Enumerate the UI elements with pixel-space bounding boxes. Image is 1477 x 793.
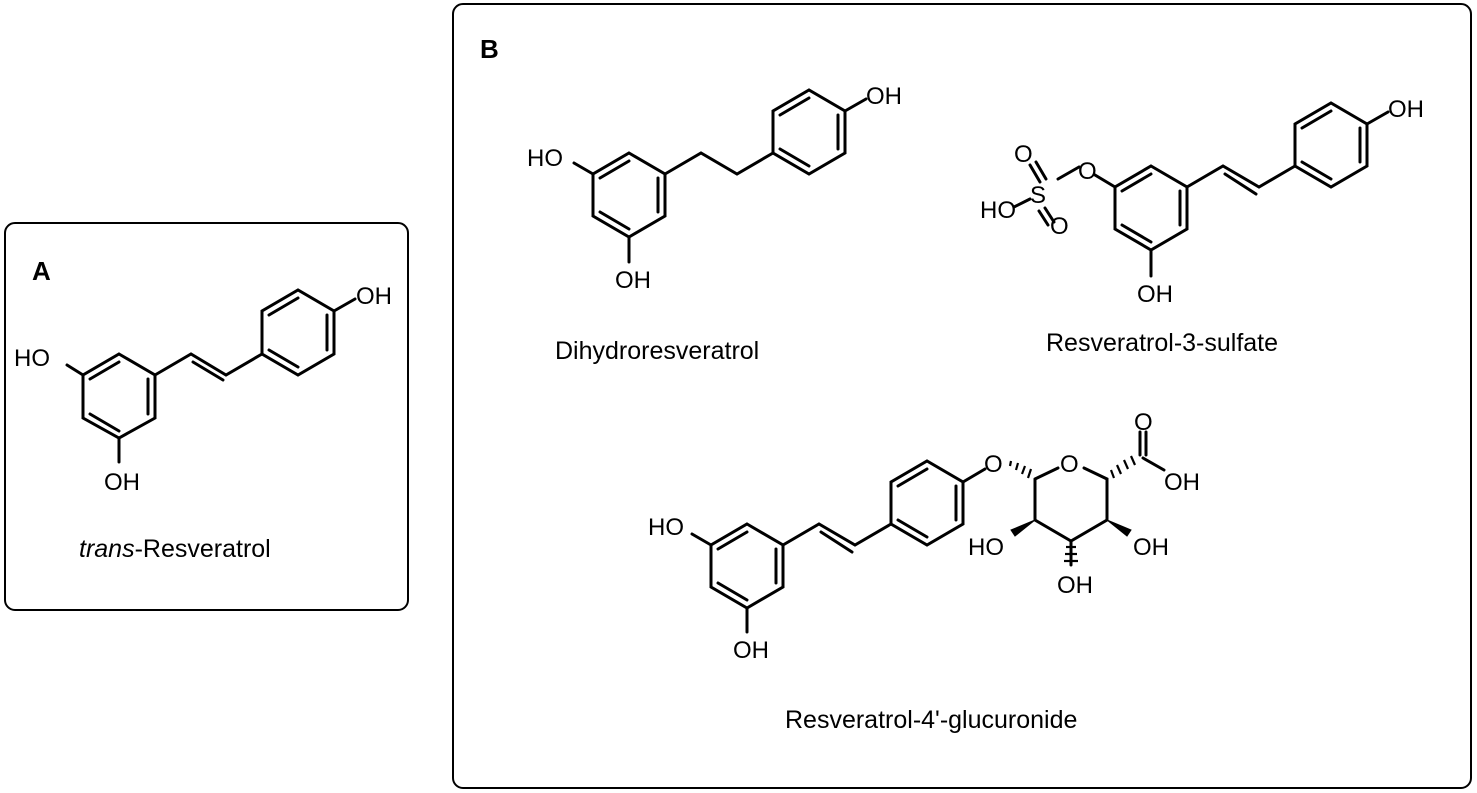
glucuronide-hydroxyl-left: HO [648, 514, 684, 541]
sulfate-bridge-oxygen: O [1078, 158, 1097, 185]
sulfate-ring-a [1113, 164, 1189, 252]
panel-a-border [4, 222, 409, 611]
dihydro-hydroxyl-para: OH [866, 83, 902, 110]
glucuronide-ring-b [889, 459, 965, 547]
dihydro-hydroxyl-left: HO [527, 145, 563, 172]
sulfate-substituent-bonds [1056, 110, 1390, 278]
glucuronide-ether-oxygen: O [984, 451, 1003, 478]
hydroxyl-para-label: OH [356, 283, 392, 310]
sulfate-ring-b [1293, 101, 1369, 189]
dihydroresveratrol-structure [572, 88, 868, 264]
trans-resveratrol-structure [65, 288, 357, 464]
ring-a-bonds [81, 352, 157, 440]
sulfate-ring-b-double-bonds [1300, 109, 1362, 181]
sulfate-oxo-bottom: O [1050, 213, 1069, 240]
sulfate-hydroxyl-bottom: OH [1137, 281, 1173, 308]
glucuronide-ring-b-double-bonds [896, 467, 958, 539]
glucuronide-vinyl-bonds [781, 522, 893, 554]
sugar-wedge-right [1106, 519, 1132, 537]
vinyl-bonds [153, 352, 264, 382]
sulfate-hydroxyl-para: OH [1388, 96, 1424, 123]
resveratrol-sulfate-structure [1012, 101, 1390, 278]
ring-b-double-bonds [267, 296, 329, 369]
panel-a-label: A [32, 256, 51, 286]
carboxyl-hydroxyl: OH [1164, 469, 1200, 496]
panel-b-label: B [480, 34, 499, 64]
panel-a: A HO OH OH trans-Resveratrol [4, 222, 409, 611]
dihydro-ring-b-double-bonds [778, 96, 840, 168]
hydroxyl-bottom-label: OH [104, 469, 140, 496]
carboxyl-hashed-bond [1109, 455, 1137, 479]
carboxyl-bonds [1138, 430, 1166, 472]
sulfonyl-bonds [1012, 160, 1056, 227]
glucuronide-ring-a [709, 522, 785, 610]
dihydroresveratrol-name: Dihydroresveratrol [555, 337, 759, 365]
dihydro-ring-b [771, 88, 847, 176]
sugar-hashed-hydroxyl [1064, 545, 1078, 563]
hydroxyl-left-label: HO [14, 345, 50, 372]
sugar-hydroxyl-left: HO [968, 534, 1004, 561]
ring-a-double-bonds [88, 360, 150, 433]
panel-b: B HO OH OH Dihydroresveratrol OH OH O [452, 3, 1472, 789]
sulfate-ring-a-double-bonds [1120, 172, 1182, 244]
dihydro-ring-a [591, 151, 667, 239]
trans-prefix: trans [79, 535, 135, 563]
panel-b-border [452, 3, 1472, 789]
sulfate-hydroxyl-left: HO [980, 197, 1016, 224]
glucuronide-ring-a-double-bonds [716, 530, 778, 602]
sugar-wedge-left [1010, 519, 1036, 537]
sugar-ring-oxygen: O [1060, 451, 1079, 478]
dihydro-ethyl-bridge [663, 151, 775, 176]
sugar-hydroxyl-bottom: OH [1057, 572, 1093, 599]
resveratrol-suffix: -Resveratrol [135, 535, 271, 563]
resveratrol-sulfate-name: Resveratrol-3-sulfate [1046, 329, 1278, 357]
sugar-hydroxyl-right: OH [1133, 534, 1169, 561]
dihydro-hydroxyl-bottom: OH [615, 267, 651, 294]
carboxyl-oxo: O [1134, 409, 1153, 436]
trans-resveratrol-name: trans-Resveratrol [79, 535, 271, 563]
sulfate-vinyl-bonds [1185, 164, 1297, 196]
glucuronide-substituent-bonds [690, 467, 987, 634]
glycosidic-hashed-bond [1008, 460, 1033, 479]
ring-b-bonds [260, 288, 336, 377]
dihydro-substituent-bonds [572, 97, 868, 264]
substituent-bonds [65, 297, 357, 464]
sugar-ring-bonds [1033, 466, 1109, 543]
sulfate-oxo-top: O [1014, 141, 1033, 168]
resveratrol-glucuronide-structure [690, 430, 1166, 634]
glucuronide-hydroxyl-bottom: OH [733, 637, 769, 664]
resveratrol-glucuronide-name: Resveratrol-4'-glucuronide [785, 706, 1077, 734]
dihydro-ring-a-double-bonds [598, 159, 660, 231]
sulfate-sulfur: S [1030, 182, 1046, 209]
